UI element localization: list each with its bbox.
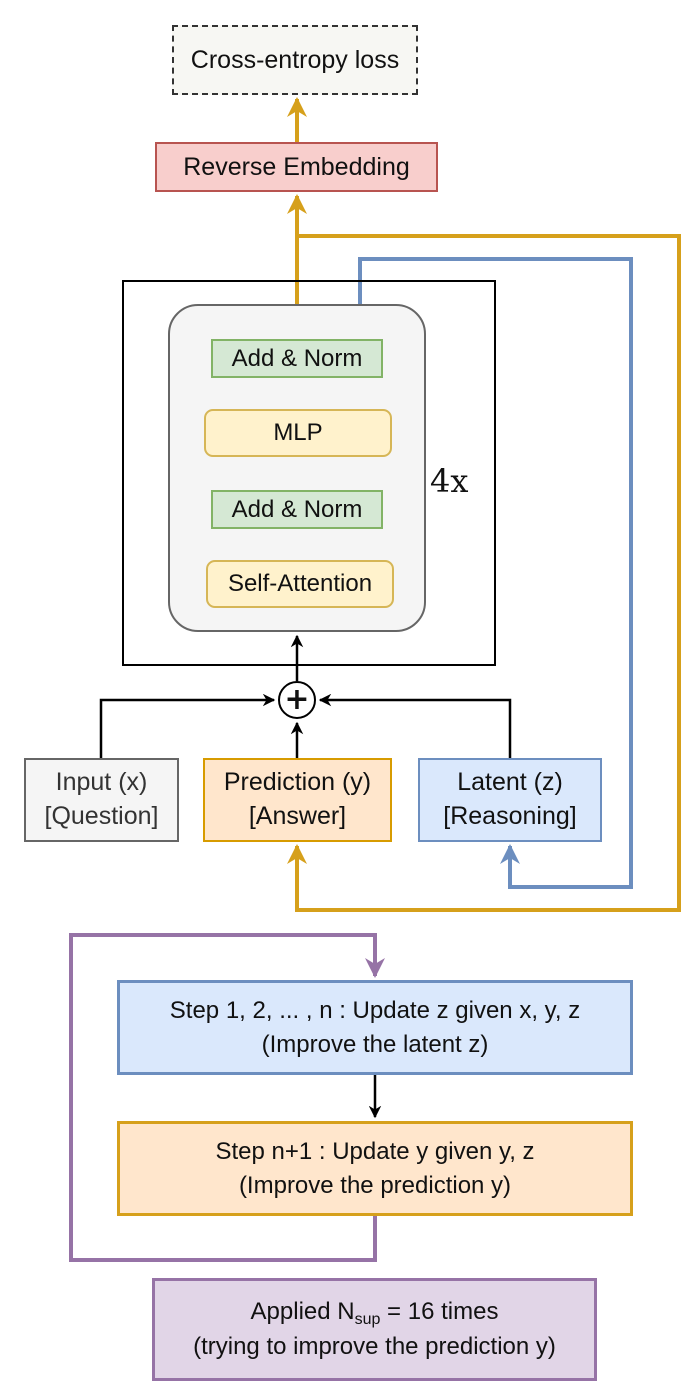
mlp-box: MLP: [204, 409, 392, 457]
applied-subtitle: (trying to improve the prediction y): [193, 1332, 556, 1360]
add-norm-bottom-box: Add & Norm: [211, 490, 383, 529]
repeat-count-label: 4x: [430, 462, 469, 500]
step-update-prediction-box: Step n+1 : Update y given y, z (Improve …: [117, 1121, 633, 1216]
reverse-embedding-label: Reverse Embedding: [183, 152, 410, 181]
input-x-title: Input (x): [55, 768, 148, 797]
latent-feedback-loop: [358, 257, 633, 889]
reverse-embedding-box: Reverse Embedding: [155, 142, 438, 192]
self-attention-label: Self-Attention: [227, 570, 373, 597]
loss-label: Cross-entropy loss: [190, 45, 400, 74]
input-x-subtitle: [Question]: [44, 802, 159, 830]
latent-z-title: Latent (z): [457, 768, 563, 797]
applied-prefix: Applied N: [250, 1297, 355, 1325]
prediction-y-box: Prediction (y) [Answer]: [203, 758, 392, 842]
self-attention-box: Self-Attention: [206, 560, 394, 608]
input-x-box: Input (x) [Question]: [24, 758, 179, 842]
prediction-y-title: Prediction (y): [223, 768, 372, 797]
arrow-input-x: [99, 693, 276, 758]
step-prediction-subtitle: (Improve the prediction y): [238, 1171, 512, 1199]
prediction-y-subtitle: [Answer]: [248, 802, 347, 830]
step-latent-title: Step 1, 2, ... , n : Update z given x, y…: [169, 996, 581, 1024]
step-latent-subtitle: (Improve the latent z): [261, 1030, 489, 1058]
arrow-input-z: [318, 693, 512, 758]
supervision-loop: [69, 933, 385, 1262]
add-norm-bottom-label: Add & Norm: [231, 495, 363, 523]
supervision-steps-box: Applied Nsup = 16 times (trying to impro…: [152, 1278, 597, 1381]
add-norm-top-label: Add & Norm: [231, 344, 363, 372]
latent-z-subtitle: [Reasoning]: [443, 802, 577, 830]
network-frame: [122, 280, 496, 666]
applied-suffix: = 16 times: [380, 1297, 499, 1325]
add-norm-top-box: Add & Norm: [211, 339, 383, 378]
mlp-label: MLP: [273, 419, 323, 446]
prediction-feedback-loop: [287, 234, 681, 912]
step-update-latent-box: Step 1, 2, ... , n : Update z given x, y…: [117, 980, 633, 1075]
applied-title: Applied Nsup = 16 times: [251, 1295, 499, 1330]
cross-entropy-loss-box: Cross-entropy loss: [172, 25, 418, 95]
plus-icon: +: [284, 682, 310, 717]
step-prediction-title: Step n+1 : Update y given y, z: [215, 1137, 535, 1165]
applied-subscript: sup: [354, 1310, 381, 1328]
sum-node: +: [278, 681, 316, 719]
latent-z-box: Latent (z) [Reasoning]: [418, 758, 602, 842]
